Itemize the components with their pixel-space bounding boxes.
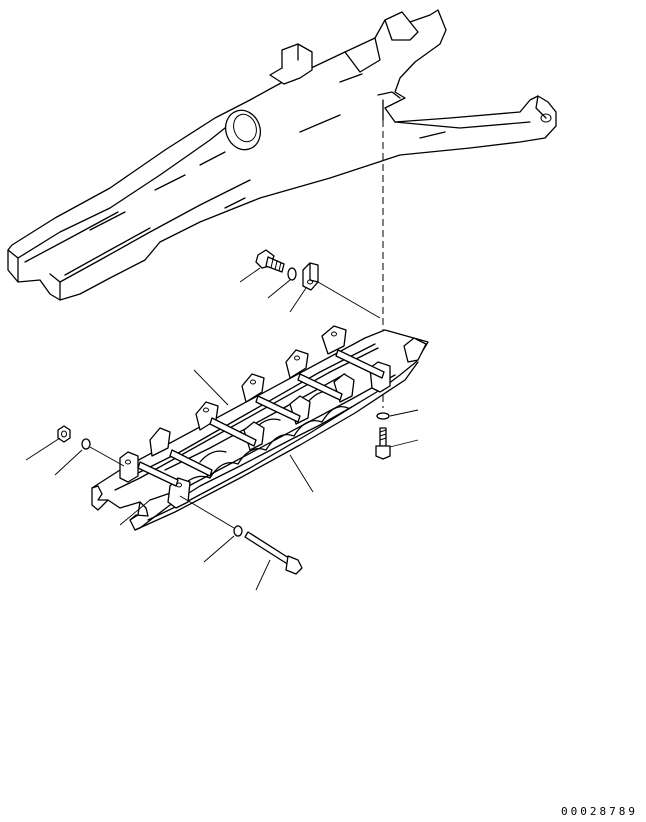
frame-assembly (7, 9, 557, 301)
callout-leaders (25, 267, 419, 591)
drawing-number: 00028789 (561, 805, 638, 818)
nut-washer-assembly (57, 425, 125, 467)
long-bolt-assembly (179, 495, 303, 575)
track-guard-assembly (91, 325, 429, 531)
vertical-bolt-assembly (375, 412, 391, 460)
bracket-bolt-assembly (255, 249, 381, 319)
